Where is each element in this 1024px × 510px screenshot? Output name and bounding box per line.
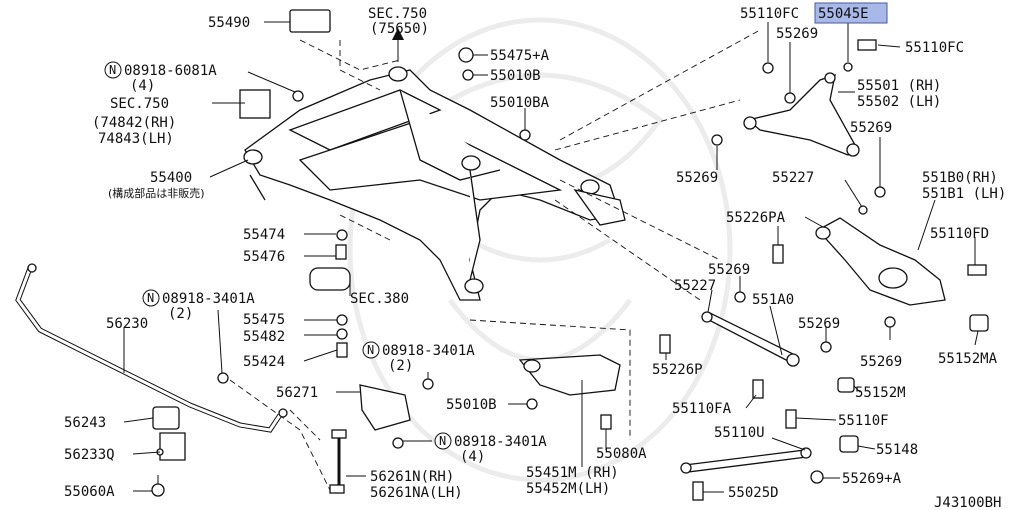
label-55060a: 55060A [64, 484, 115, 500]
label-sec750-top-sub: (75650) [370, 21, 429, 37]
nut-08918-6081a [292, 90, 304, 102]
label-551b0: 551B0(RH) [922, 170, 998, 186]
label-55110f: 55110F [838, 413, 889, 429]
svg-text:N: N [367, 343, 374, 357]
bracket-55451M[interactable] [518, 354, 621, 396]
label-sec750-top: SEC.750 [368, 6, 427, 22]
fasteners [156, 9, 989, 501]
label-55110fc-right: 55110FC [905, 40, 964, 56]
label-55010b-mid: 55010B [446, 397, 497, 413]
bracket-56271[interactable] [359, 384, 411, 431]
label-551a0: 551A0 [752, 292, 794, 308]
stabilizer-bar-56230[interactable] [15, 263, 288, 433]
label-55490: 55490 [208, 15, 250, 31]
label-551b1: 551B1 (LH) [922, 186, 1006, 202]
label-56230: 56230 [106, 316, 148, 332]
label-55424: 55424 [243, 354, 285, 370]
lower-arm-551B0[interactable] [815, 217, 946, 306]
washer-55475a [458, 47, 474, 63]
label-74843: 74843(LH) [98, 131, 174, 147]
bushing-56243[interactable] [152, 406, 186, 461]
mount-55490 [289, 9, 331, 33]
label-55269-d: 55269 [708, 262, 750, 278]
label-08918-3401a-2: 08918-3401A [382, 343, 475, 359]
label-74842: (74842(RH) [92, 115, 176, 131]
label-55025d: 55025D [728, 485, 779, 501]
label-55400: 55400 [150, 170, 192, 186]
label-55269-a: 55269 [776, 26, 818, 42]
bracket-sec750 [239, 89, 271, 119]
label-55269-c: 55269 [676, 170, 718, 186]
label-55110u: 55110U [714, 425, 765, 441]
circled-n-markers: N N N N [104, 61, 452, 450]
label-55152ma: 55152MA [938, 351, 998, 367]
label-55400-note: (構成部品は非販売) [108, 186, 205, 200]
label-56271: 56271 [276, 385, 318, 401]
link-55110U[interactable] [680, 447, 812, 474]
label-08918-3401a-2-qty: (2) [388, 358, 413, 374]
label-55227-b: 55227 [674, 278, 716, 294]
label-55110fa: 55110FA [672, 401, 732, 417]
label-08918-3401a-1: 08918-3401A [162, 291, 255, 307]
label-55269a: 55269+A [842, 471, 902, 487]
label-55010ba: 55010BA [490, 95, 550, 111]
label-55474: 55474 [243, 227, 285, 243]
label-08918-6081a-qty: (4) [130, 78, 155, 94]
svg-text:N: N [439, 434, 446, 448]
label-55269-f: 55269 [860, 354, 902, 370]
link-551A0[interactable] [701, 311, 800, 367]
label-56261na: 56261NA(LH) [370, 485, 463, 501]
label-55045e: 55045E [818, 6, 869, 22]
label-56261n: 56261N(RH) [370, 469, 454, 485]
label-55080a: 55080A [596, 446, 647, 462]
diagram-id: J43100BH [934, 495, 1001, 510]
label-55451m: 55451M (RH) [526, 465, 619, 481]
svg-text:N: N [109, 63, 116, 77]
label-55475a: 55475+A [490, 48, 550, 64]
label-56243: 56243 [64, 415, 106, 431]
subframe-55400[interactable] [243, 66, 626, 301]
label-55226pa: 55226PA [726, 210, 786, 226]
label-55110fd: 55110FD [930, 226, 989, 242]
label-55226p: 55226P [652, 362, 703, 378]
label-55227-a: 55227 [772, 170, 814, 186]
label-08918-3401a-3: 08918-3401A [454, 434, 547, 450]
label-08918-6081a: 08918-6081A [124, 63, 217, 79]
label-55152m: 55152M [855, 385, 906, 401]
bushing-55476 [309, 267, 351, 291]
label-55269-b: 55269 [850, 120, 892, 136]
label-55452m: 55452M(LH) [526, 481, 610, 497]
label-55482: 55482 [243, 329, 285, 345]
part-labels: 55490 SEC.750 (75650) 55475+A 55010B 089… [64, 6, 1006, 510]
bolt-55060A[interactable] [151, 475, 165, 497]
label-sec750-left: SEC.750 [110, 96, 169, 112]
nut-55010ba [519, 129, 531, 141]
leader-lines [123, 21, 979, 493]
label-56233q: 56233Q [64, 447, 115, 463]
label-08918-3401a-1-qty: (2) [168, 306, 193, 322]
label-sec380: SEC.380 [350, 291, 409, 307]
label-08918-3401a-3-qty: (4) [460, 449, 485, 465]
label-55475: 55475 [243, 312, 285, 328]
label-55010b: 55010B [490, 68, 541, 84]
label-55502: 55502 (LH) [857, 94, 941, 110]
label-55148: 55148 [876, 442, 918, 458]
label-55501: 55501 (RH) [857, 78, 941, 94]
label-55269-e: 55269 [798, 316, 840, 332]
dashed-leaders [229, 29, 761, 491]
stabilizer-link-56261N[interactable] [329, 429, 347, 494]
highlight-55045E [814, 2, 888, 24]
label-55110fc-left: 55110FC [740, 6, 799, 22]
direction-arrow [392, 28, 404, 62]
nut-55010b [462, 69, 474, 81]
svg-text:N: N [147, 291, 154, 305]
upper-arm-55501[interactable] [743, 72, 860, 157]
label-55476: 55476 [243, 249, 285, 265]
